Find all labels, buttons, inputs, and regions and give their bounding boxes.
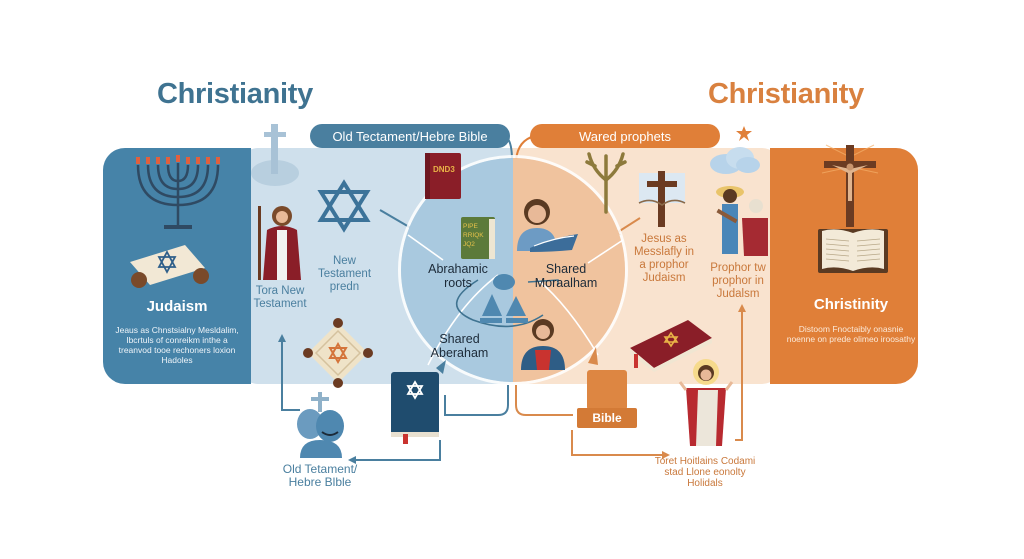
bible-block-label: Bible (577, 408, 637, 428)
jesus-blessing-icon (521, 319, 565, 370)
scroll-star-icon (303, 318, 373, 388)
green-book-text: PIPE RRIQK JQ2 (463, 223, 484, 248)
bible-block: Bible (577, 370, 637, 428)
label-new-testament: New Testament predn (317, 255, 372, 293)
red-book-icon (425, 153, 461, 199)
label-shared-moraalham: Shared Moraalham (534, 262, 598, 290)
bible-block-top (587, 370, 627, 410)
label-shared-aberaham: Shared Aberaham (430, 332, 489, 360)
pill-shared-prophets: Wared prophets (530, 124, 720, 148)
cloud-icon (710, 147, 760, 174)
jesus-robed-icon (678, 359, 734, 446)
moses-figure-icon (258, 206, 301, 280)
judaism-title: Judaism (146, 298, 208, 315)
green-book-icon (461, 217, 495, 259)
red-book-text: DND3 (433, 165, 455, 174)
star-icon (736, 126, 752, 141)
pill-old-testament: Old Tectament/Hebre Bible (310, 124, 510, 148)
label-prophets-judaism: Prophor tw prophor in Judalsm (710, 262, 766, 300)
label-tora-new-testament: Tora New Testament (253, 285, 307, 310)
prophets-figures-icon (716, 186, 768, 256)
cross-book-icon (638, 171, 686, 227)
red-bible-icon (630, 320, 712, 372)
jesus-reading-icon (517, 199, 578, 252)
title-christianity-right: Christianity (708, 78, 864, 110)
tree-icon (585, 152, 627, 214)
monument-cloud-icon (251, 124, 299, 186)
torah-scroll-icon (130, 245, 209, 288)
christianity-description: Distoom Fnoctaibly onasnie noenne on pre… (786, 324, 916, 344)
comedy-tragedy-masks-icon (297, 392, 344, 458)
crucifix-icon (821, 144, 879, 227)
star-of-david-icon (317, 179, 371, 233)
label-holidays-bottom: Toret Hoitlains Codami stad Llone eonolt… (654, 456, 756, 489)
open-bible-icon (818, 229, 888, 273)
trees-icon (480, 274, 528, 323)
label-abrahamic-roots: Abrahamic roots (428, 262, 488, 290)
title-christianity-left: Christianity (157, 78, 313, 110)
menorah-icon (136, 155, 220, 229)
blue-bible-star-icon (391, 372, 439, 444)
label-old-testament-bottom: Old Tetament/ Hebre Blble (282, 462, 358, 489)
label-jesus-messiah: Jesus as Messlafly in a prophor Judaism (633, 233, 695, 284)
judaism-description: Jeaus as Chnstsialny Mesldalim, Ibcrtuls… (115, 325, 239, 365)
circle-arrows (407, 234, 624, 374)
christianity-title: Christinity (813, 296, 889, 313)
